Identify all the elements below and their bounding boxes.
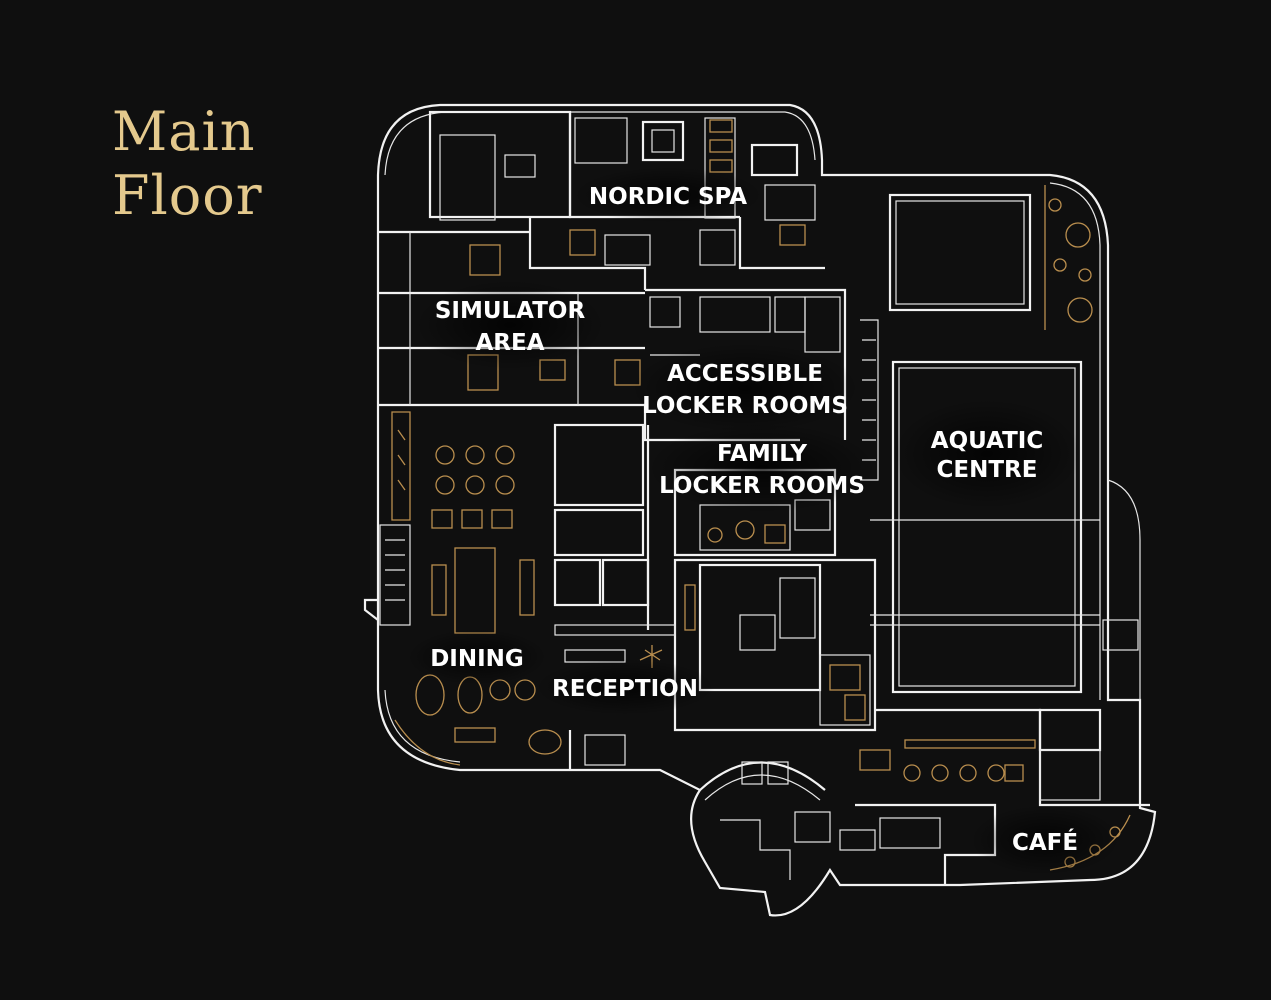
label-aquatic-centre-line-2: CENTRE bbox=[937, 457, 1038, 483]
label-cafe: CAFÉ bbox=[1012, 828, 1078, 856]
interior-walls bbox=[378, 110, 1150, 885]
building-outline bbox=[363, 103, 1157, 917]
label-accessible-locker-rooms-line-1: ACCESSIBLE bbox=[667, 361, 823, 387]
label-dining: DINING bbox=[430, 646, 524, 672]
main-building-wall bbox=[363, 103, 1157, 917]
page-title-line-1: Main bbox=[112, 100, 256, 163]
label-reception: RECEPTION bbox=[552, 676, 698, 702]
page-title-line-2: Floor bbox=[112, 164, 263, 227]
label-simulator-area-line-2: AREA bbox=[475, 330, 544, 356]
lap-pool bbox=[891, 360, 1083, 694]
label-aquatic-centre-line-1: AQUATIC bbox=[931, 428, 1043, 454]
page-title: Main Floor bbox=[112, 100, 263, 228]
room-labels: NORDIC SPA SIMULATOR AREA ACCESSIBLE LOC… bbox=[430, 184, 1078, 856]
label-family-locker-rooms-line-1: FAMILY bbox=[717, 441, 807, 467]
hot-tub-pool bbox=[888, 193, 1032, 312]
label-nordic-spa: NORDIC SPA bbox=[589, 184, 747, 210]
label-family-locker-rooms-line-2: LOCKER ROOMS bbox=[659, 473, 865, 499]
label-accessible-locker-rooms-line-2: LOCKER ROOMS bbox=[642, 393, 848, 419]
label-glows bbox=[407, 167, 1120, 875]
pools bbox=[860, 193, 1139, 694]
label-simulator-area-line-1: SIMULATOR bbox=[435, 298, 586, 324]
